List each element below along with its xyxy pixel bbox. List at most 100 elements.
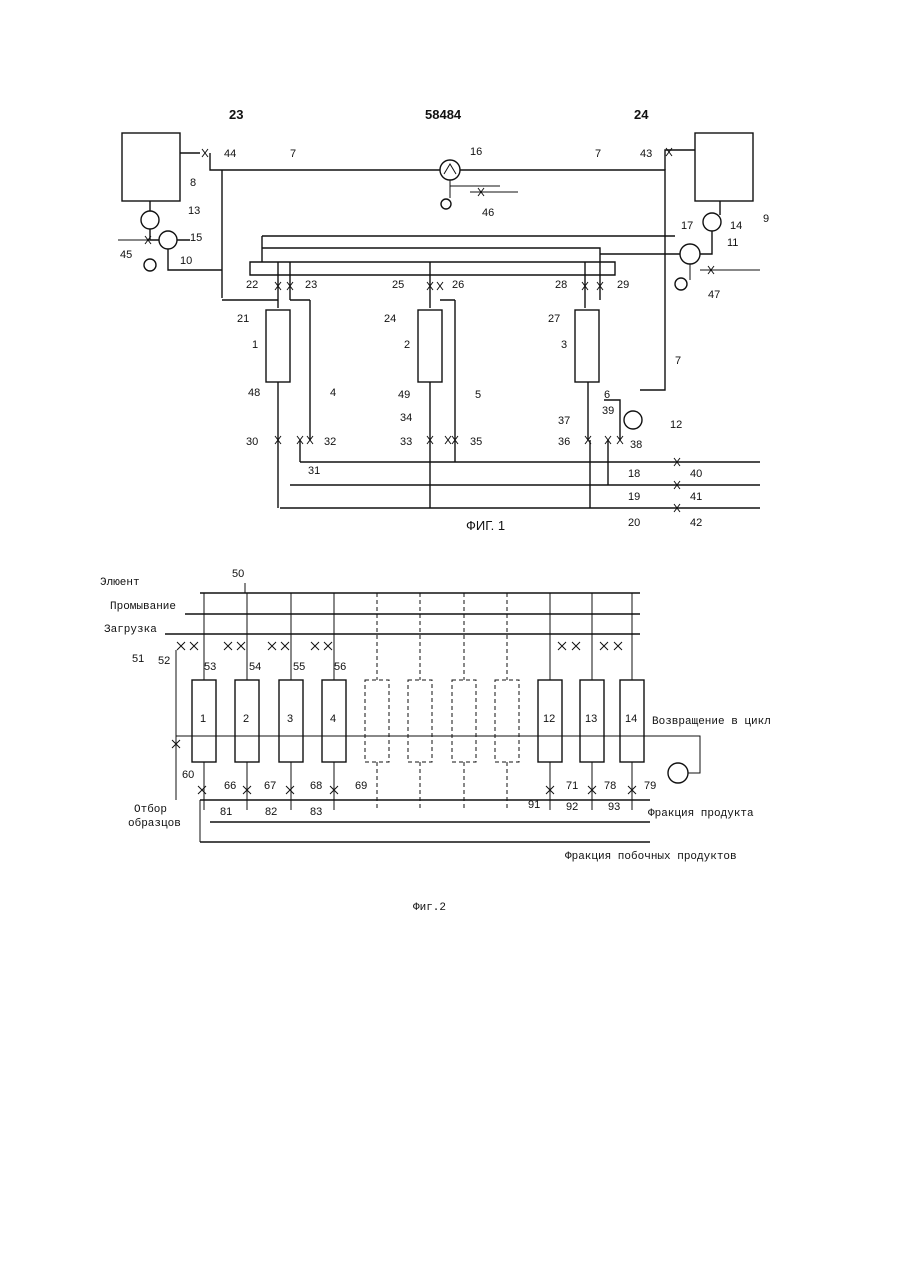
ref-label: 68 [310,780,322,792]
pump-14 [703,213,721,231]
ref-label: 46 [482,207,494,219]
column-1-label: 1 [252,339,258,351]
ref-label: 36 [558,436,570,448]
ref-label: 71 [566,780,578,792]
sampling-label-line2: образцов [128,817,181,830]
ref-label: 69 [355,780,367,792]
ref-label: 31 [308,465,320,477]
recycle-label: Возвращение в цикл [652,716,771,728]
fig2-column-label: 4 [330,713,336,725]
column-1 [266,310,290,382]
fig2-column-label: 12 [543,713,555,725]
pump-13 [141,211,159,229]
ref-label: 78 [604,780,616,792]
ref-label: 56 [334,661,346,673]
sampling-label-line1: Отбор [134,803,167,816]
exchanger-15 [159,231,177,249]
ref-label: 29 [617,279,629,291]
figure-1-caption: ФИГ. 1 [466,518,505,533]
fig2-column-label: 2 [243,713,249,725]
ref-label: 28 [555,279,567,291]
ref-label: 16 [470,146,482,158]
ref-label: 67 [264,780,276,792]
ref-label: 48 [248,387,260,399]
ref-label: 8 [190,177,196,189]
patent-number: 58484 [425,107,462,122]
ref-label: 34 [400,412,412,424]
column-3 [575,310,599,382]
tank-9 [695,133,753,201]
ref-label: 10 [180,255,192,267]
ref-label: 38 [630,439,642,451]
ref-label: 5 [475,389,481,401]
pipe-7-top [180,153,665,298]
ref-label: 21 [237,313,249,325]
tank-8 [122,133,180,201]
ref-label: 9 [763,213,769,225]
fig2-column-label: 3 [287,713,293,725]
fig2-pump [668,763,688,783]
ref-label: 20 [628,517,640,529]
ref-label: 50 [232,568,244,580]
figure-2: Элюент Промывание Загрузка 1 2 3 4 12 13… [100,568,771,914]
ref-label: 60 [182,769,194,781]
exchanger-16 [440,160,460,180]
ref-label: 7 [595,148,601,160]
ref-label: 53 [204,661,216,673]
figure-1: 1 2 3 7 16 7 43 44 8 13 15 45 10 46 17 1… [118,133,769,533]
page-number-left: 23 [229,107,243,122]
ref-label: 26 [452,279,464,291]
ref-label: 49 [398,389,410,401]
ref-label: 17 [681,220,693,232]
ref-label: 45 [120,249,132,261]
ref-label: 91 [528,799,540,811]
fig2-column-label: 13 [585,713,597,725]
ref-label: 30 [246,436,258,448]
manifold-b [262,248,600,262]
fig2-omitted-columns [365,593,519,810]
ref-label: 66 [224,780,236,792]
fig2-column-label: 14 [625,713,637,725]
ref-label: 52 [158,655,170,667]
ref-label: 22 [246,279,258,291]
ref-label: 27 [548,313,560,325]
ref-label: 51 [132,653,144,665]
ref-label: 39 [602,405,614,417]
page-number-right: 24 [634,107,649,122]
ref-label: 4 [330,387,336,399]
ref-label: 6 [604,389,610,401]
product-fraction-label: Фракция продукта [648,808,754,820]
column-2-label: 2 [404,339,410,351]
column-3-label: 3 [561,339,567,351]
ref-label: 19 [628,491,640,503]
manifold-c [250,262,615,275]
ref-label: 55 [293,661,305,673]
ref-label: 32 [324,436,336,448]
ref-label: 24 [384,313,396,325]
figure-2-caption: Фиг.2 [413,902,446,914]
fig2-column-label: 1 [200,713,206,725]
ref-label: 83 [310,806,322,818]
wash-label: Промывание [110,601,176,613]
ref-label: 37 [558,415,570,427]
ref-label: 81 [220,806,232,818]
ref-label: 7 [290,148,296,160]
ref-label: 47 [708,289,720,301]
ref-label: 40 [690,468,702,480]
ref-label: 18 [628,468,640,480]
ref-label: 14 [730,220,742,232]
pipe-7-right [640,150,695,390]
ref-label: 54 [249,661,261,673]
ref-label: 12 [670,419,682,431]
ref-label: 44 [224,148,236,160]
fig2-left-columns [192,680,346,762]
ref-label: 7 [675,355,681,367]
ref-label: 11 [727,237,738,249]
ref-label: 23 [305,279,317,291]
ref-label: 43 [640,148,652,160]
eluent-label: Элюент [100,577,140,589]
ref-label: 93 [608,801,620,813]
exchanger-17 [680,244,700,264]
ref-label: 33 [400,436,412,448]
